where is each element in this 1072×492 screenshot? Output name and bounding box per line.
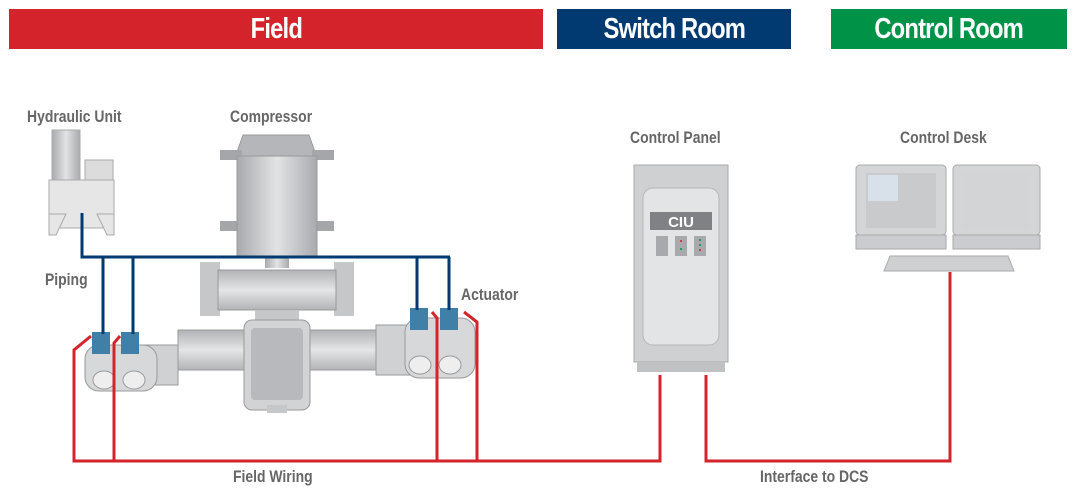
zone-label-switch-room: Switch Room xyxy=(603,12,745,45)
label-interface-dcs: Interface to DCS xyxy=(760,467,869,486)
compressor-icon xyxy=(141,134,417,413)
actuator-left-icon xyxy=(84,332,158,392)
actuator-right-icon xyxy=(404,308,476,379)
label-control-panel: Control Panel xyxy=(630,128,721,147)
control-panel-icon xyxy=(633,164,729,372)
label-piping: Piping xyxy=(45,270,88,289)
ciu-label: CIU xyxy=(668,214,694,231)
zone-banner-field: Field xyxy=(9,9,543,49)
zone-banner-switch-room: Switch Room xyxy=(557,9,791,49)
control-desk-icon xyxy=(855,164,1041,272)
piping-lines xyxy=(80,213,451,334)
dcs-interface-line xyxy=(704,272,952,463)
label-compressor: Compressor xyxy=(230,107,313,126)
zone-banner-control-room: Control Room xyxy=(831,9,1067,49)
label-actuator: Actuator xyxy=(461,285,519,304)
label-hydraulic-unit: Hydraulic Unit xyxy=(27,107,122,126)
zone-label-control-room: Control Room xyxy=(874,12,1024,45)
label-field-wiring: Field Wiring xyxy=(233,467,313,486)
field-wiring-lines xyxy=(72,310,662,463)
zone-label-field: Field xyxy=(250,12,302,45)
label-control-desk: Control Desk xyxy=(900,128,987,147)
